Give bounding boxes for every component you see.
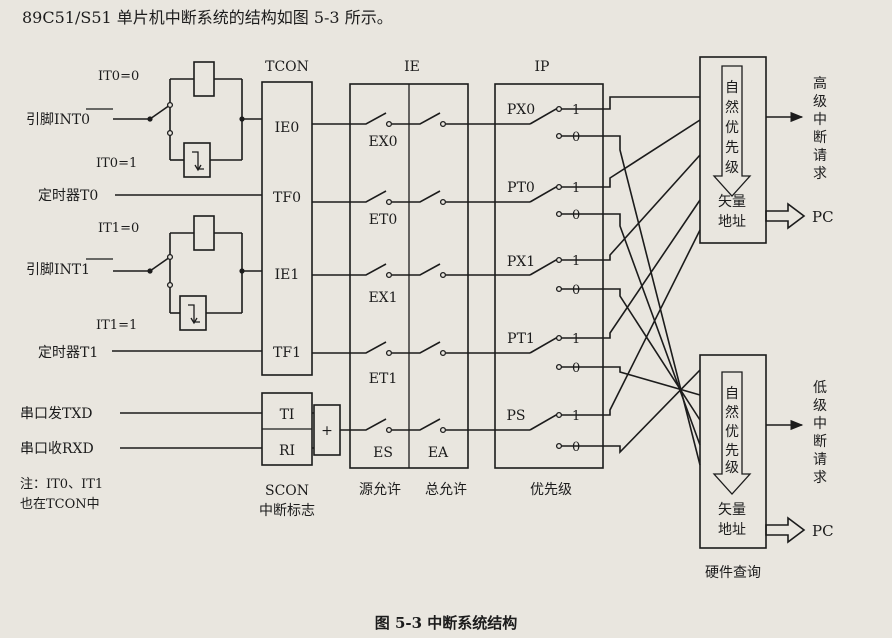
svg-text:自: 自	[725, 386, 739, 402]
label-it1-eq0: IT1=0	[98, 221, 139, 236]
high-vector-line1: 矢量	[718, 194, 746, 210]
svg-text:0: 0	[572, 361, 580, 376]
priority-px0: PX0	[507, 102, 535, 118]
high-request-label: 高 级 中 断 请 求	[813, 75, 827, 182]
svg-text:中: 中	[813, 416, 827, 432]
svg-text:求: 求	[813, 470, 827, 486]
low-priority-query-box	[699, 354, 767, 549]
label-it0-eq1: IT0=1	[96, 156, 137, 171]
high-pc-label: PC	[812, 208, 834, 226]
enable-ex1: EX1	[368, 290, 397, 306]
int0-trigger-select	[113, 61, 262, 178]
svg-text:请: 请	[813, 148, 827, 164]
low-pc-arrow	[765, 516, 806, 544]
label-int0-pin: 引脚INT0	[26, 112, 90, 128]
figure-caption: 图 5-3 中断系统结构	[375, 614, 518, 632]
svg-text:中: 中	[813, 112, 827, 128]
svg-text:级: 级	[813, 398, 827, 414]
svg-text:1: 1	[572, 103, 580, 118]
label-serial-tx: 串口发TXD	[20, 406, 93, 422]
or-gate-symbol: +	[321, 423, 333, 439]
tcon-header: TCON	[265, 59, 309, 75]
svg-text:级: 级	[725, 460, 739, 476]
label-timer1: 定时器T1	[38, 345, 98, 361]
note-line2: 也在TCON中	[20, 497, 100, 512]
priority-ps: PS	[506, 408, 525, 424]
source-enable-label: 源允许	[359, 482, 401, 498]
enable-es: ES	[373, 445, 393, 461]
svg-text:低: 低	[813, 380, 827, 396]
flag-tf1: TF1	[273, 345, 301, 361]
svg-text:断: 断	[813, 434, 827, 450]
tcon-register-box	[261, 81, 313, 376]
ip-header: IP	[535, 59, 550, 75]
svg-text:求: 求	[813, 166, 827, 182]
low-request-label: 低 级 中 断 请 求	[813, 380, 827, 486]
enable-ea: EA	[428, 445, 449, 461]
priority-pt1: PT1	[507, 331, 535, 347]
ie-header: IE	[404, 59, 420, 75]
ip-register-box	[494, 83, 604, 469]
svg-text:1: 1	[572, 181, 580, 196]
high-vector-line2: 地址	[718, 214, 746, 230]
low-pc-label: PC	[812, 522, 834, 540]
enable-et1: ET1	[369, 371, 397, 387]
svg-text:0: 0	[572, 440, 580, 455]
svg-text:1: 1	[572, 254, 580, 269]
svg-text:级: 级	[813, 94, 827, 110]
svg-text:0: 0	[572, 208, 580, 223]
label-timer0: 定时器T0	[38, 188, 98, 204]
high-priority-chars: 自 然 优 先 级	[725, 80, 739, 176]
svg-text:先: 先	[725, 443, 739, 459]
enable-switches	[312, 112, 530, 434]
svg-text:1: 1	[572, 409, 580, 424]
svg-text:请: 请	[813, 452, 827, 468]
svg-text:级: 级	[725, 160, 739, 176]
priority-switches	[529, 96, 701, 466]
svg-text:0: 0	[572, 130, 580, 145]
svg-text:优: 优	[725, 120, 739, 136]
label-int1-pin: 引脚INT1	[26, 262, 90, 278]
flag-tf0: TF0	[273, 190, 301, 206]
svg-text:高: 高	[813, 75, 827, 92]
enable-et0: ET0	[369, 212, 397, 228]
low-vector-line1: 矢量	[718, 502, 746, 518]
svg-text:断: 断	[813, 130, 827, 146]
priority-px1: PX1	[507, 254, 535, 270]
label-it0-eq0: IT0=0	[98, 69, 139, 84]
scon-label-line2: 中断标志	[259, 503, 315, 519]
hardware-query-label: 硬件查询	[705, 565, 761, 581]
high-pc-arrow	[765, 202, 806, 230]
low-priority-chars: 自 然 优 先 级	[725, 386, 739, 476]
svg-text:自: 自	[725, 80, 739, 96]
svg-text:然: 然	[725, 404, 739, 421]
high-priority-arrow	[712, 65, 752, 197]
scon-label-line1: SCON	[265, 483, 309, 499]
high-priority-query-box	[699, 56, 767, 244]
low-vector-line2: 地址	[718, 522, 746, 538]
svg-text:优: 优	[725, 424, 739, 440]
low-priority-arrow	[712, 371, 752, 495]
priority-pt0: PT0	[507, 180, 535, 196]
svg-text:0: 0	[572, 283, 580, 298]
flag-ie0: IE0	[275, 120, 300, 136]
svg-text:先: 先	[725, 140, 739, 156]
priority-value-labels: 1 0 1 0 1 0 1 0 1 0	[572, 103, 580, 455]
label-it1-eq1: IT1=1	[96, 318, 137, 333]
intro-text: 89C51/S51 单片机中断系统的结构如图 5-3 所示。	[22, 8, 393, 27]
int1-trigger-select	[113, 215, 262, 331]
global-enable-label: 总允许	[425, 482, 467, 498]
note-line1: 注：IT0、IT1	[20, 477, 103, 492]
flag-ie1: IE1	[275, 267, 300, 283]
flag-ti: TI	[280, 407, 295, 423]
enable-ex0: EX0	[368, 134, 397, 150]
svg-text:然: 然	[725, 99, 739, 116]
svg-text:1: 1	[572, 332, 580, 347]
priority-label: 优先级	[530, 482, 572, 498]
flag-ri: RI	[279, 443, 295, 459]
label-serial-rx: 串口收RXD	[20, 441, 94, 457]
